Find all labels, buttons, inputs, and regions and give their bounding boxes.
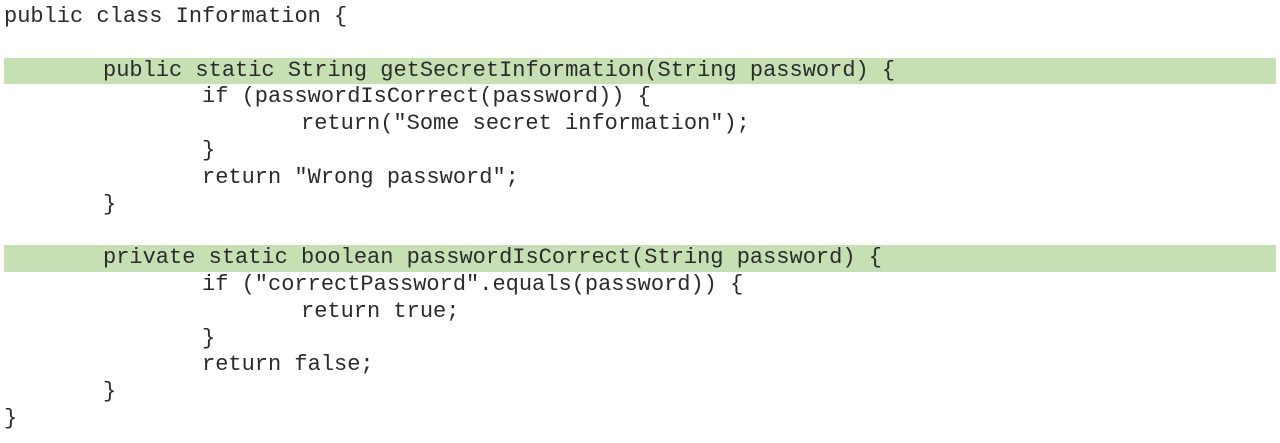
code-line-text: public class Information { bbox=[4, 4, 348, 29]
code-line: if ("correctPassword".equals(password)) … bbox=[4, 272, 1276, 299]
code-line: } bbox=[4, 326, 1276, 353]
code-line-text: return true; bbox=[301, 298, 460, 324]
code-line: return true; bbox=[4, 299, 1276, 326]
code-line-text: return("Some secret information"); bbox=[301, 111, 750, 137]
code-line-text: } bbox=[103, 379, 117, 405]
code-line-text: if (passwordIsCorrect(password)) { bbox=[202, 84, 651, 110]
code-line: private static boolean passwordIsCorrect… bbox=[4, 245, 1276, 272]
code-line-text: if ("correctPassword".equals(password)) … bbox=[202, 271, 744, 297]
code-line-text: public static String getSecretInformatio… bbox=[103, 57, 896, 83]
code-line: } bbox=[4, 192, 1276, 219]
code-line-text: return "Wrong password"; bbox=[202, 164, 519, 190]
code-line: return "Wrong password"; bbox=[4, 165, 1276, 192]
code-line: if (passwordIsCorrect(password)) { bbox=[4, 84, 1276, 111]
code-line: public static String getSecretInformatio… bbox=[4, 57, 1276, 85]
code-line: return("Some secret information"); bbox=[4, 111, 1276, 138]
code-line: public class Information { bbox=[4, 4, 1276, 31]
code-line bbox=[4, 218, 1276, 245]
code-line: return false; bbox=[4, 352, 1276, 379]
code-line-text: } bbox=[103, 191, 117, 217]
code-line: } bbox=[4, 406, 1276, 433]
code-line-text: } bbox=[202, 137, 216, 163]
code-line-text: } bbox=[202, 325, 216, 351]
code-line: } bbox=[4, 379, 1276, 406]
code-line-text: return false; bbox=[202, 352, 374, 378]
code-line-text: } bbox=[4, 405, 18, 431]
code-listing: public class Information { public static… bbox=[4, 4, 1276, 433]
code-line bbox=[4, 31, 1276, 58]
code-line: } bbox=[4, 138, 1276, 165]
code-line-text: private static boolean passwordIsCorrect… bbox=[103, 245, 882, 271]
